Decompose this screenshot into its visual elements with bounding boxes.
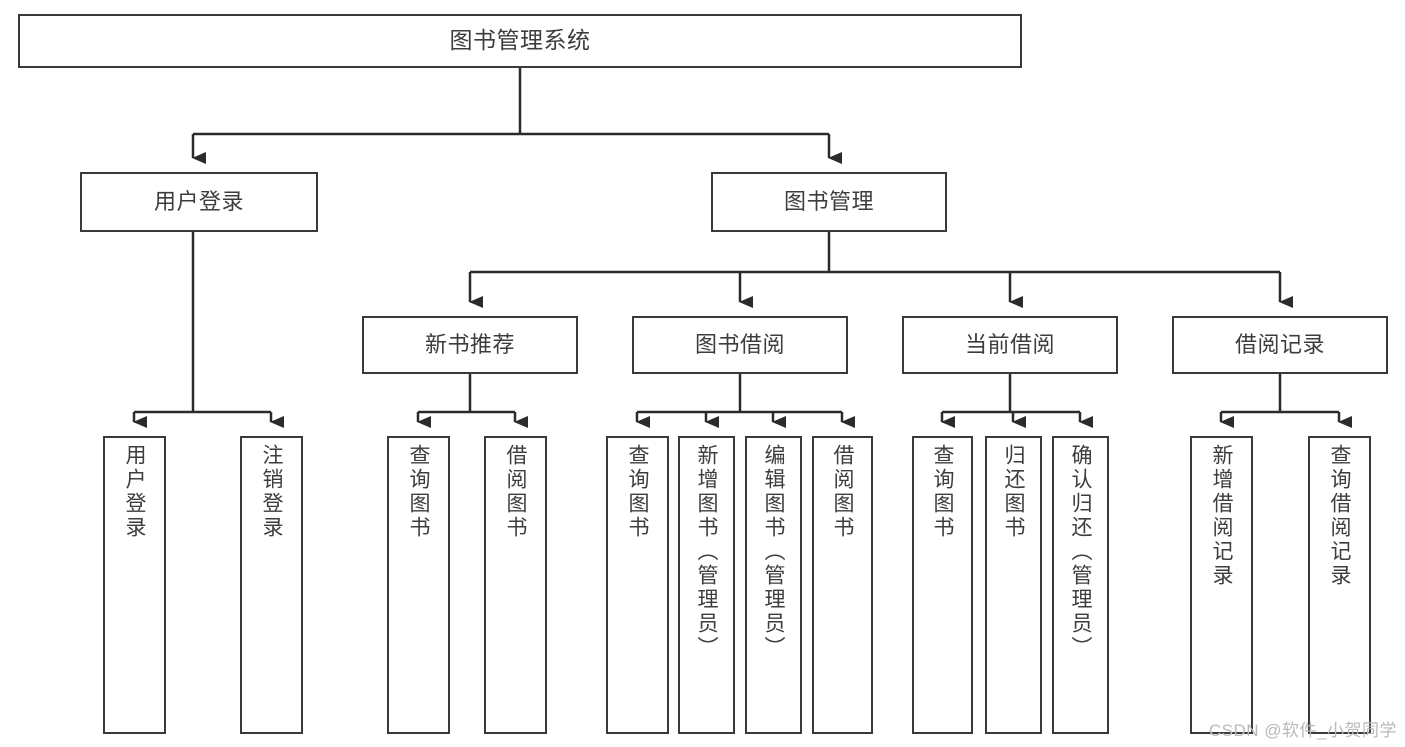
leaf-node-6[interactable]: 编辑图书（管理员）	[745, 436, 802, 734]
leaf-node-2[interactable]: 查询图书	[387, 436, 450, 734]
leaf-node-0[interactable]: 用户登录	[103, 436, 166, 734]
level3-node-0[interactable]: 新书推荐	[362, 316, 578, 374]
node-label: 用户登录	[123, 444, 146, 540]
leaf-node-11[interactable]: 新增借阅记录	[1190, 436, 1253, 734]
level2-node-1[interactable]: 图书管理	[711, 172, 947, 232]
level3-node-3[interactable]: 借阅记录	[1172, 316, 1388, 374]
leaf-node-9[interactable]: 归还图书	[985, 436, 1042, 734]
leaf-node-1[interactable]: 注销登录	[240, 436, 303, 734]
node-label: 用户登录	[153, 189, 244, 215]
node-label: 查询图书	[931, 444, 954, 540]
node-label: 新增图书（管理员）	[695, 444, 718, 660]
level3-node-1[interactable]: 图书借阅	[632, 316, 848, 374]
node-label: 查询借阅记录	[1328, 444, 1351, 588]
leaf-node-8[interactable]: 查询图书	[912, 436, 973, 734]
leaf-node-5[interactable]: 新增图书（管理员）	[678, 436, 735, 734]
node-label: 当前借阅	[964, 332, 1055, 358]
leaf-node-10[interactable]: 确认归还（管理员）	[1052, 436, 1109, 734]
node-label: 图书管理系统	[449, 27, 591, 54]
connector-paths	[132, 68, 1352, 428]
node-label: 编辑图书（管理员）	[762, 444, 785, 660]
node-label: 注销登录	[260, 444, 283, 540]
node-label: 借阅图书	[504, 444, 527, 540]
leaf-node-4[interactable]: 查询图书	[606, 436, 669, 734]
level3-node-2[interactable]: 当前借阅	[902, 316, 1118, 374]
node-label: 借阅记录	[1234, 332, 1325, 358]
node-label: 借阅图书	[831, 444, 854, 540]
node-label: 确认归还（管理员）	[1069, 444, 1092, 660]
leaf-node-7[interactable]: 借阅图书	[812, 436, 873, 734]
node-label: 图书管理	[783, 189, 874, 215]
leaf-node-3[interactable]: 借阅图书	[484, 436, 547, 734]
node-label: 新书推荐	[424, 332, 515, 358]
node-label: 图书借阅	[694, 332, 785, 358]
level2-node-0[interactable]: 用户登录	[80, 172, 318, 232]
node-label: 新增借阅记录	[1210, 444, 1233, 588]
node-label: 查询图书	[407, 444, 430, 540]
node-label: 查询图书	[626, 444, 649, 540]
root-node-0[interactable]: 图书管理系统	[18, 14, 1022, 68]
node-label: 归还图书	[1002, 444, 1025, 540]
leaf-node-12[interactable]: 查询借阅记录	[1308, 436, 1371, 734]
